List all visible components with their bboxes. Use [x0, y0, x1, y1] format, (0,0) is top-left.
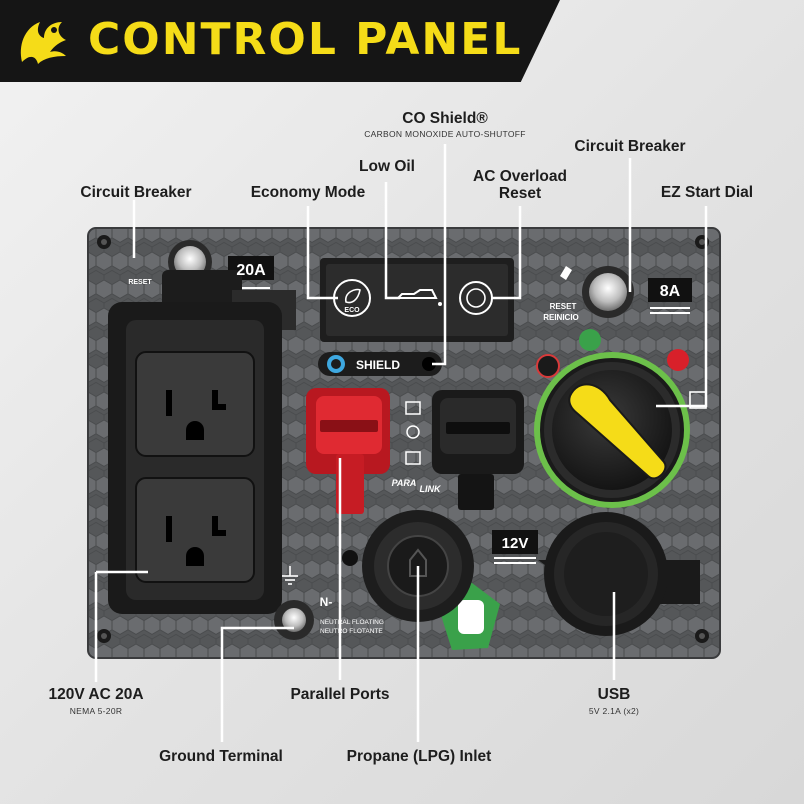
callout-circuit-breaker-right: Circuit Breaker — [574, 138, 686, 155]
callout-economy-mode: Economy Mode — [250, 184, 366, 201]
callout-ground-terminal: Ground Terminal — [159, 748, 283, 765]
header-bar — [0, 0, 560, 82]
callout-co-shield: CO Shield® — [402, 110, 488, 127]
brand-logo-icon — [20, 22, 66, 64]
callout-co-shield-sub: CARBON MONOXIDE AUTO-SHUTOFF — [364, 129, 526, 139]
callout-outlet-120v: 120V AC 20A — [48, 686, 144, 703]
ground-terminal — [274, 566, 314, 640]
dc-12v-socket — [492, 512, 700, 636]
neutral-label: N- — [320, 595, 333, 609]
callout-ac-overload-line2: Reset — [498, 185, 542, 202]
callout-low-oil: Low Oil — [359, 158, 415, 175]
parallel-port-red — [306, 388, 390, 514]
circuit-breaker-right — [560, 266, 692, 318]
indicator-window — [320, 258, 514, 342]
breaker-right-reset-es: REINICIO — [543, 313, 579, 322]
parallel-link-icons — [405, 401, 421, 465]
callout-parallel-ports: Parallel Ports — [290, 686, 390, 703]
callout-circuit-breaker-left: Circuit Breaker — [80, 184, 192, 201]
shield-label: SHIELD — [356, 358, 400, 372]
header: CONTROL PANEL — [0, 0, 804, 94]
callout-propane-inlet: Propane (LPG) Inlet — [346, 748, 492, 765]
parallel-port-black — [432, 390, 524, 510]
ez-start-dial — [534, 329, 707, 508]
callout-lines — [94, 144, 708, 742]
eco-label: ECO — [344, 307, 360, 314]
callout-ez-start-dial: EZ Start Dial — [660, 184, 754, 201]
neutral-floating: NEUTRAL FLOATING — [320, 619, 384, 626]
page-title: CONTROL PANEL — [88, 14, 523, 65]
callout-outlet-120v-sub: NEMA 5-20R — [69, 706, 123, 716]
breaker-right-reset: RESET — [550, 302, 577, 311]
dc-12v-label: 12V — [502, 535, 529, 552]
neutro-flotante: NEUTRO FLOTANTE — [320, 628, 383, 635]
callout-usb-sub: 5V 2.1A (x2) — [588, 706, 640, 716]
para-label: PARA — [392, 478, 417, 488]
breaker-left-rating: 20A — [236, 262, 266, 279]
breaker-left-reset: RESET — [128, 279, 152, 286]
outlet-120v — [108, 270, 296, 614]
link-label: LINK — [420, 484, 442, 494]
callout-ac-overload-line1: AC Overload — [473, 168, 567, 185]
breaker-right-rating: 8A — [660, 283, 681, 300]
callout-usb: USB — [597, 686, 631, 703]
co-shield-badge — [318, 352, 442, 376]
